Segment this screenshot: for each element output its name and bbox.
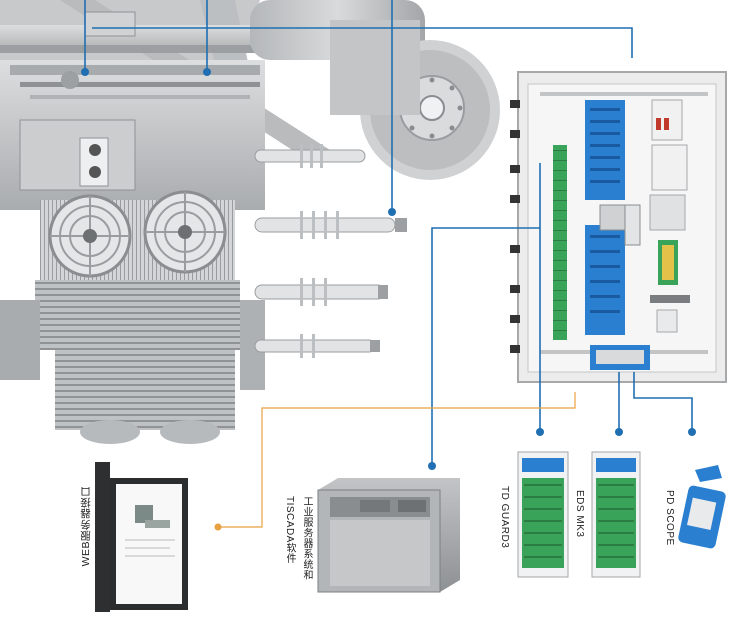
cooling-fan-icon [135, 190, 235, 280]
monitor-device-icon [591, 451, 641, 578]
eds-label: EDS MK3 [574, 490, 585, 538]
web-interface-label: WEB服务器接口 [80, 486, 92, 567]
server-cabinet-icon [317, 478, 460, 593]
transformer-illustration [0, 0, 500, 444]
scada-label: 工业服务器系统和 TISCADA软件 [282, 496, 314, 580]
laptop-icon [95, 462, 188, 612]
handheld-scope-icon [678, 465, 726, 549]
td-guard-label: TD GUARD3 [499, 486, 510, 549]
cooling-fan-icon [40, 194, 140, 280]
scada-label-line-2: TISCADA软件 [284, 496, 295, 564]
scada-label-line-1: 工业服务器系统和 [301, 496, 312, 580]
control-cabinet [510, 71, 727, 383]
pd-scope-label: PD SCOPE [664, 490, 675, 546]
monitor-device-icon [517, 451, 569, 578]
connector-lines [81, 0, 696, 531]
